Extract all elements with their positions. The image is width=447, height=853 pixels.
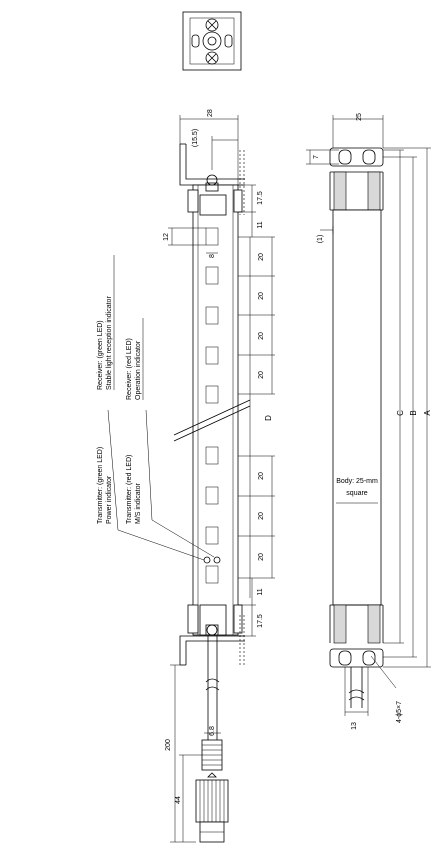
transmitter-red-desc: M/S indicator — [135, 482, 142, 524]
dim-A: A — [423, 410, 432, 416]
lens — [205, 266, 219, 285]
transmitter-green-desc: Power indicator — [106, 475, 113, 524]
dim-17-5-top: 17.5 — [257, 191, 264, 205]
lens — [205, 385, 219, 404]
cable — [205, 636, 220, 740]
body-size-line1: Body: 25-mm — [336, 478, 378, 485]
bracket-top-view — [182, 11, 242, 71]
dim-25: 25 — [356, 113, 363, 121]
dim-D: D — [264, 415, 273, 421]
dim-7: 7 — [313, 155, 320, 159]
dim-11-bottom: 11 — [257, 588, 264, 595]
dim-200: 200 — [165, 739, 172, 751]
pitch-20: 20 — [258, 512, 265, 520]
indicator-annotations: Receiver: (green LED) Stable light recep… — [97, 255, 215, 561]
body-size-line2: square — [346, 490, 368, 497]
pitch-20: 20 — [258, 553, 265, 561]
lens — [205, 486, 219, 505]
dim-1: (1) — [317, 235, 324, 244]
side-dimension-lines — [306, 115, 431, 716]
beam-lenses — [205, 227, 219, 584]
sensor-front-view — [173, 143, 251, 666]
front-dimension-labels: 28 (15.5) 17.5 11 12 8 20 20 20 20 D 20 … — [163, 109, 273, 804]
pitch-20: 20 — [258, 253, 265, 261]
lens — [205, 227, 219, 246]
pitch-20: 20 — [258, 292, 265, 300]
lens — [205, 446, 219, 465]
connector — [195, 739, 229, 843]
led-indicator-right — [213, 556, 221, 564]
front-dimension-lines — [168, 115, 275, 843]
dim-11-top: 11 — [257, 221, 264, 228]
dim-6-8: 6.8 — [209, 726, 216, 736]
dim-17-5-bottom: 17.5 — [257, 614, 264, 628]
dim-13: 13 — [351, 722, 358, 730]
lens — [205, 526, 219, 545]
receiver-green-title: Receiver: (green LED) — [97, 320, 104, 390]
sensor-side-view — [329, 147, 384, 708]
dim-B: B — [409, 410, 418, 415]
side-dimension-labels: 25 7 (1) C B A Body: 25-mm square 13 4-ϕ… — [313, 113, 432, 730]
dim-44: 44 — [175, 796, 182, 804]
receiver-red-title: Receiver: (red LED) — [126, 338, 133, 400]
dim-15-5: (15.5) — [192, 129, 199, 147]
receiver-red-desc: Operation indicator — [135, 340, 142, 400]
lens — [205, 565, 219, 584]
dim-28: 28 — [207, 109, 214, 117]
pitch-20: 20 — [258, 472, 265, 480]
transmitter-green-title: Transmitter: (green LED) — [97, 447, 104, 524]
dim-C: C — [396, 410, 405, 416]
receiver-green-desc: Stable light reception indicator — [106, 296, 113, 390]
lens — [205, 306, 219, 325]
lens — [205, 346, 219, 365]
pitch-20: 20 — [258, 371, 265, 379]
transmitter-red-title: Transmitter: (red LED) — [126, 455, 133, 524]
pitch-20: 20 — [258, 332, 265, 340]
hole-spec: 4-ϕ5×7 — [396, 701, 403, 723]
dim-8: 8 — [209, 254, 216, 258]
dim-12: 12 — [163, 233, 170, 241]
